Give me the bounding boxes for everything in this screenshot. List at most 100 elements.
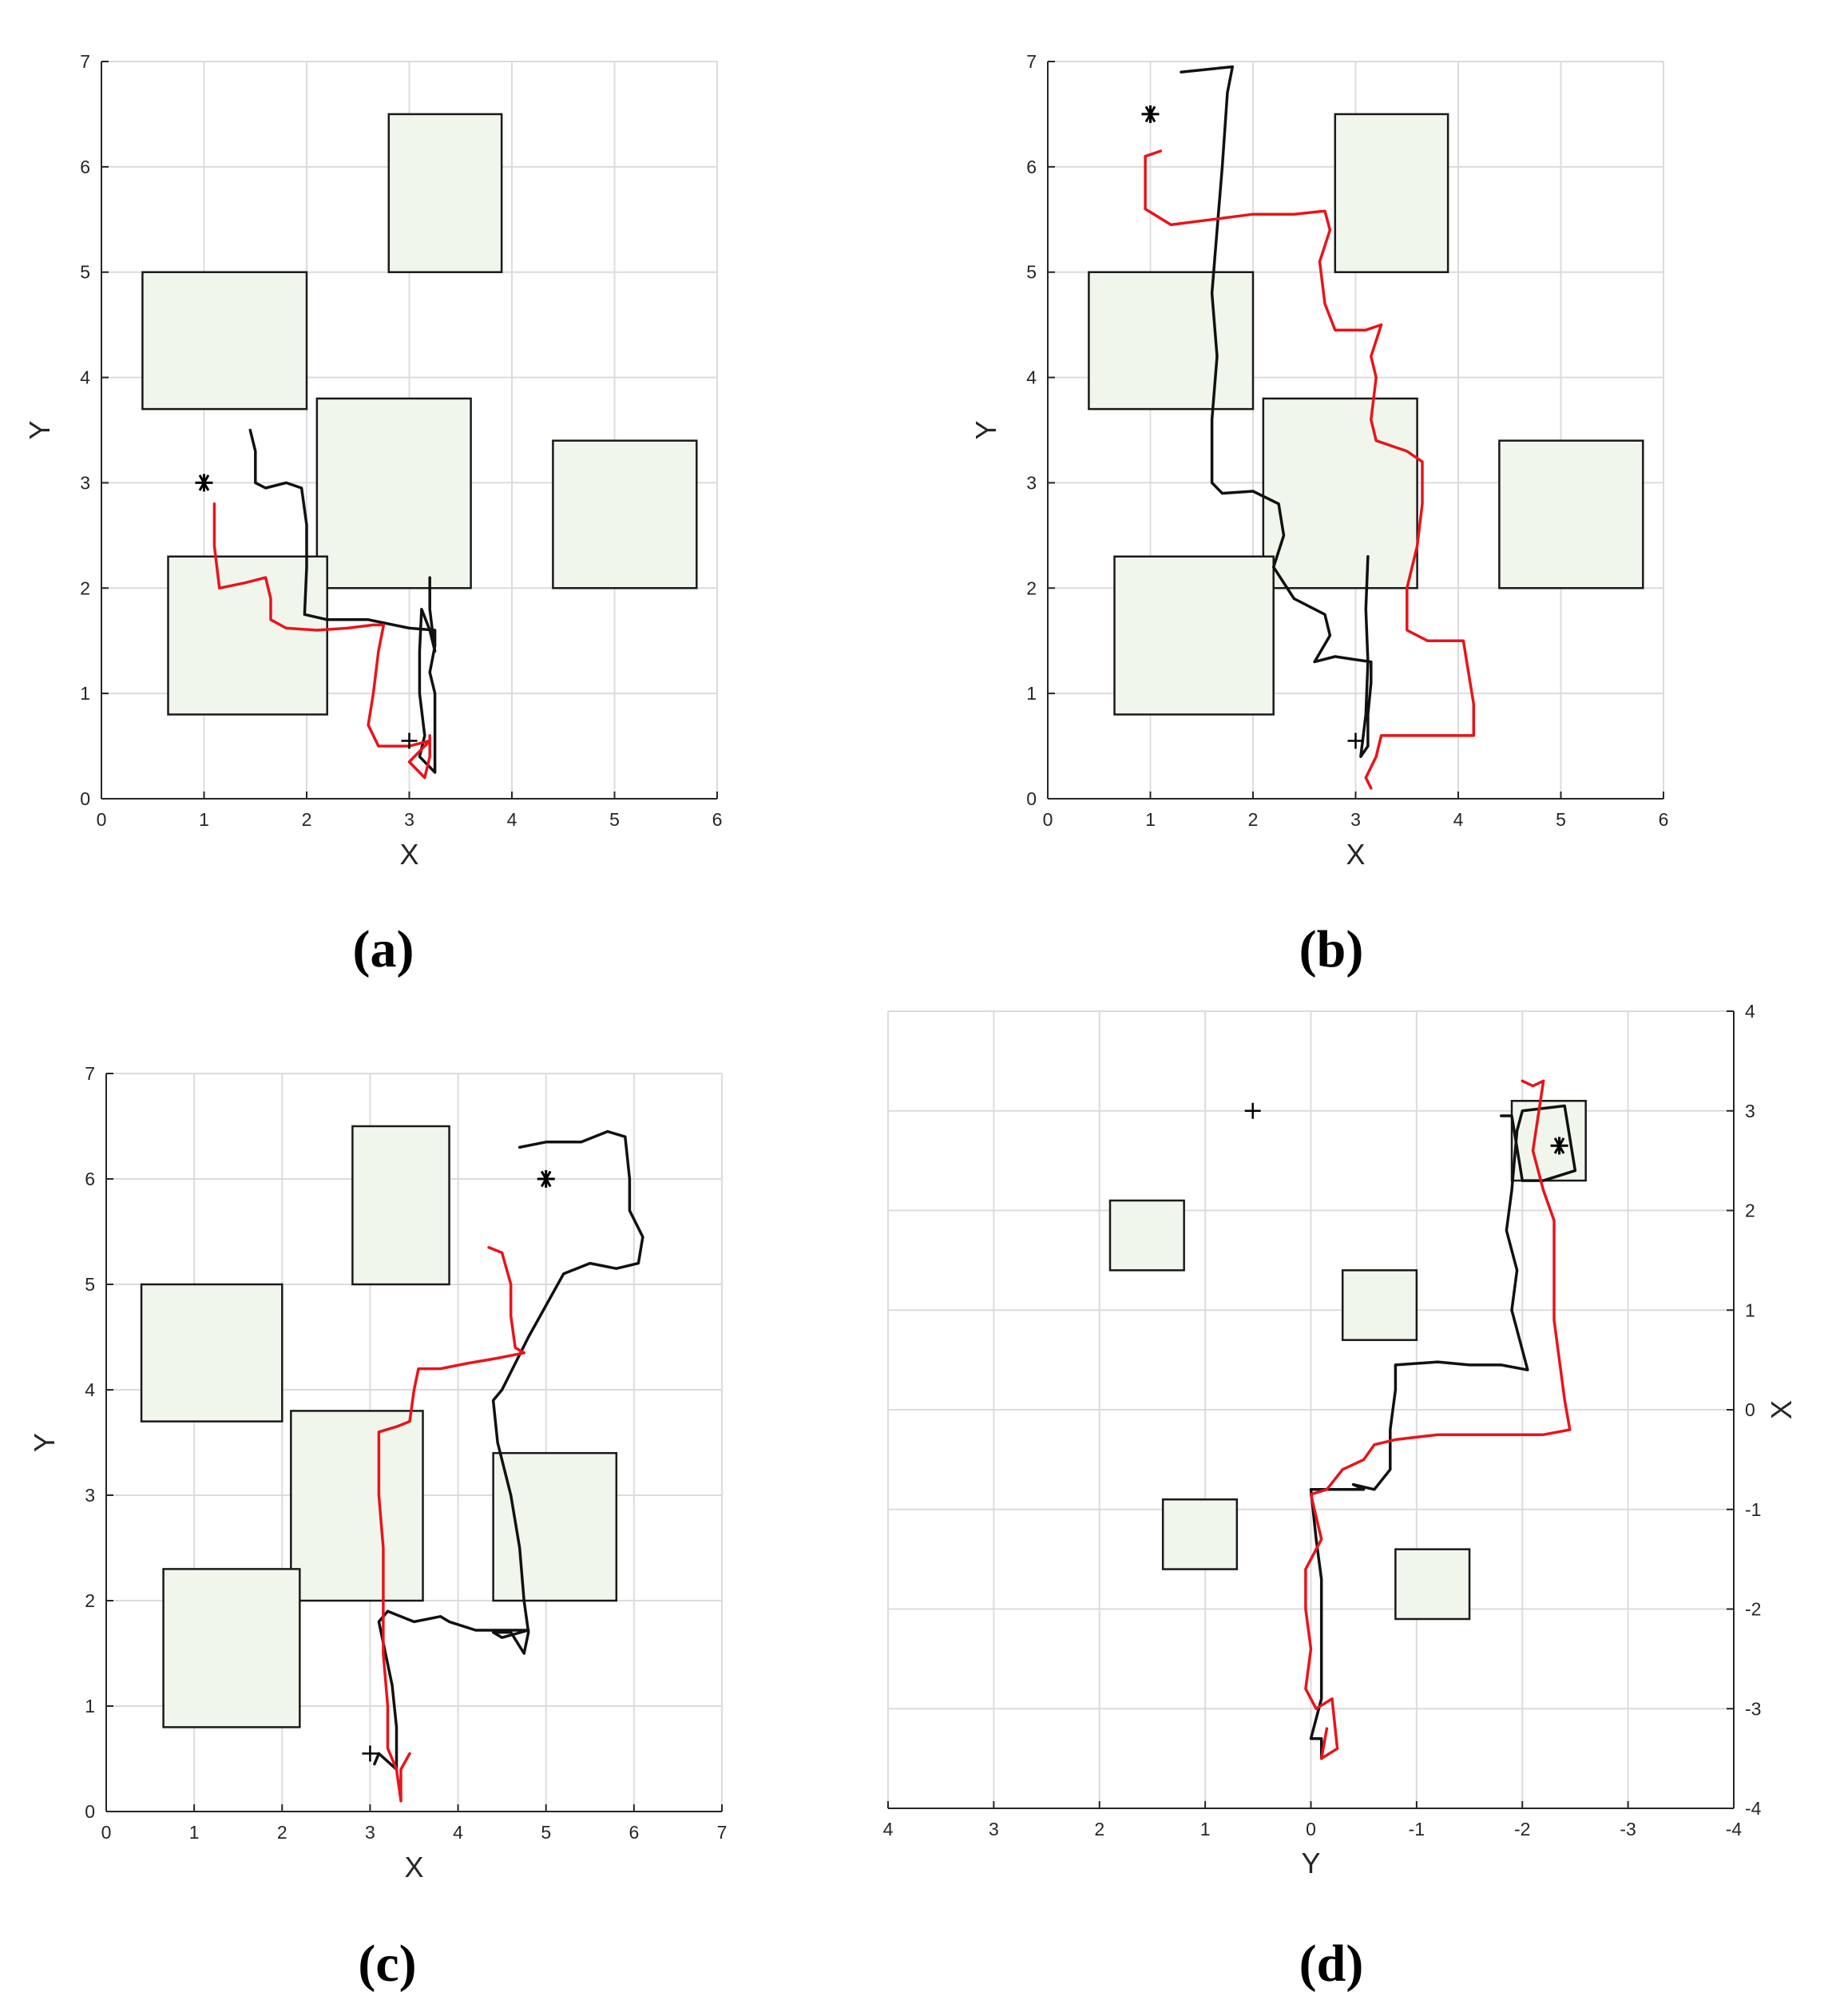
y-tick-label: 7 bbox=[85, 1063, 95, 1084]
x-tick-label: 4 bbox=[507, 809, 517, 830]
obstacle-rect bbox=[1088, 271, 1255, 411]
obstacle-rect bbox=[162, 1568, 301, 1728]
obstacle-rect bbox=[351, 1125, 450, 1286]
x-tick-label: 5 bbox=[1556, 809, 1566, 830]
obstacles bbox=[1088, 113, 1644, 716]
x-tick-label: 2 bbox=[277, 1822, 287, 1843]
obstacle-rect bbox=[1108, 1199, 1185, 1272]
y-tick-label: 4 bbox=[85, 1379, 95, 1400]
x-tick-label: 3 bbox=[989, 1819, 999, 1839]
obstacle-rect bbox=[141, 271, 308, 411]
obstacle-rect bbox=[552, 439, 698, 589]
obstacle-rect bbox=[1498, 439, 1644, 589]
goal-star-marker bbox=[537, 1170, 555, 1188]
y-axis-label: Y bbox=[28, 1433, 61, 1452]
y-tick-label: -1 bbox=[1745, 1499, 1761, 1520]
y-tick-label: 4 bbox=[1026, 367, 1037, 388]
x-tick-label: 1 bbox=[199, 809, 209, 830]
x-tick-label: 6 bbox=[628, 1822, 639, 1843]
x-axis-label: X bbox=[404, 1851, 423, 1883]
x-tick-label: 6 bbox=[712, 809, 723, 830]
x-tick-label: 0 bbox=[1306, 1819, 1316, 1839]
panel-caption: (c) bbox=[358, 1935, 416, 1993]
x-tick-label: 4 bbox=[883, 1819, 894, 1839]
obstacles bbox=[140, 1125, 618, 1728]
obstacle-rect bbox=[290, 1410, 424, 1602]
obstacle-rect bbox=[1394, 1548, 1471, 1621]
trajectory-red bbox=[212, 502, 431, 780]
trajectory-black bbox=[248, 428, 437, 774]
y-tick-label: 0 bbox=[1745, 1399, 1755, 1420]
obstacle-rect bbox=[315, 397, 472, 589]
obstacle-rect bbox=[140, 1283, 284, 1423]
x-tick-label: 3 bbox=[404, 809, 414, 830]
x-tick-label: 0 bbox=[1043, 809, 1053, 830]
goal-star-marker bbox=[195, 474, 213, 492]
panel-caption: (b) bbox=[1299, 920, 1364, 978]
y-tick-label: 2 bbox=[1026, 577, 1037, 598]
y-tick-label: 5 bbox=[80, 262, 90, 283]
panel-caption: (d) bbox=[1299, 1935, 1364, 1993]
x-tick-label: -4 bbox=[1726, 1819, 1743, 1839]
y-tick-label: 3 bbox=[1026, 472, 1037, 493]
y-tick-label: 0 bbox=[1026, 788, 1037, 809]
y-tick-label: 5 bbox=[1026, 262, 1037, 283]
obstacle-rect bbox=[167, 555, 328, 716]
y-tick-label: 3 bbox=[1745, 1101, 1755, 1121]
trajectory-black bbox=[1309, 1104, 1577, 1760]
gridlines bbox=[887, 1010, 1735, 1809]
y-tick-label: 7 bbox=[80, 51, 90, 72]
trajectory-red bbox=[377, 1246, 525, 1803]
obstacle-rect bbox=[1113, 555, 1275, 716]
x-tick-label: 5 bbox=[609, 809, 620, 830]
y-tick-label: 3 bbox=[85, 1485, 95, 1506]
x-tick-label: -2 bbox=[1514, 1819, 1530, 1839]
x-tick-label: 5 bbox=[541, 1822, 551, 1843]
y-tick-label: 0 bbox=[80, 788, 90, 809]
obstacle-rect bbox=[1334, 113, 1449, 273]
x-axis-label: X bbox=[1346, 838, 1365, 871]
y-tick-label: 1 bbox=[85, 1696, 95, 1716]
y-tick-label: 6 bbox=[1026, 157, 1037, 177]
obstacle-rect bbox=[1161, 1498, 1239, 1570]
x-tick-label: 1 bbox=[1145, 809, 1156, 830]
trajectory-black bbox=[373, 1129, 644, 1771]
obstacle-rect bbox=[387, 113, 503, 273]
x-tick-label: 1 bbox=[189, 1822, 200, 1843]
y-tick-label: 4 bbox=[80, 367, 90, 388]
panel-caption: (a) bbox=[353, 920, 414, 978]
x-tick-label: 7 bbox=[717, 1822, 728, 1843]
y-tick-label: 1 bbox=[80, 683, 90, 704]
x-axis-label: Y bbox=[1301, 1847, 1320, 1879]
y-tick-label: -2 bbox=[1745, 1599, 1761, 1620]
x-tick-label: 1 bbox=[1200, 1819, 1211, 1839]
x-tick-label: -3 bbox=[1620, 1819, 1636, 1839]
x-tick-label: 0 bbox=[101, 1822, 112, 1843]
goal-star-marker bbox=[1550, 1137, 1568, 1155]
x-tick-label: 0 bbox=[97, 809, 107, 830]
x-tick-label: 2 bbox=[1094, 1819, 1104, 1839]
y-tick-label: 7 bbox=[1026, 51, 1037, 72]
trajectory-red bbox=[1304, 1079, 1572, 1760]
trajectory-red bbox=[1144, 149, 1476, 790]
x-tick-label: 4 bbox=[453, 1822, 463, 1843]
x-tick-label: 3 bbox=[365, 1822, 375, 1843]
x-tick-label: -1 bbox=[1409, 1819, 1425, 1839]
x-axis-label: X bbox=[399, 838, 418, 871]
x-tick-label: 6 bbox=[1659, 809, 1669, 830]
y-axis-label: Y bbox=[969, 420, 1002, 439]
obstacles bbox=[141, 113, 698, 716]
y-axis-label: X bbox=[1765, 1400, 1798, 1419]
obstacles bbox=[1108, 1100, 1587, 1621]
y-tick-label: 1 bbox=[1745, 1300, 1755, 1320]
y-axis-label: Y bbox=[23, 420, 56, 439]
y-tick-label: -4 bbox=[1745, 1798, 1762, 1819]
